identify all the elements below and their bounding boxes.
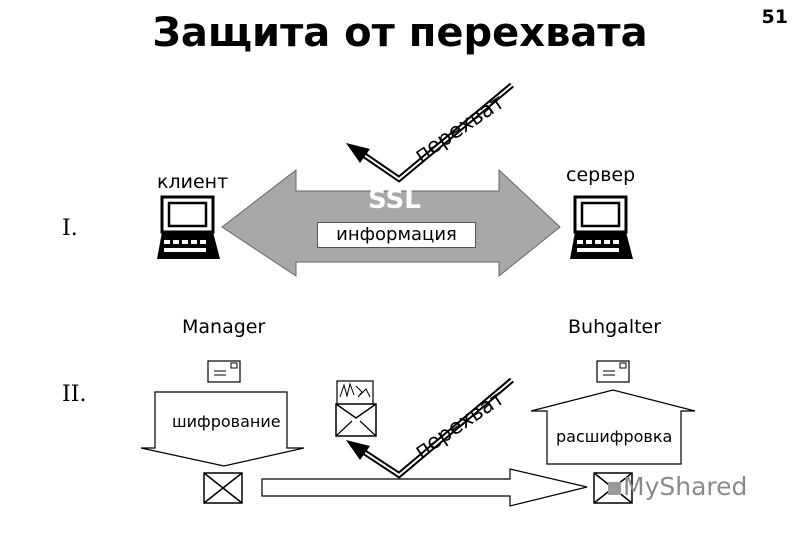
ssl-label: SSL: [368, 185, 421, 215]
intercept-arrow-2: [346, 377, 514, 479]
server-label: сервер: [566, 164, 636, 186]
intercept-arrow-1: [346, 82, 514, 183]
buhgalter-letter-icon: [596, 360, 630, 383]
client-computer-icon: [157, 195, 220, 259]
section-2-numeral: II.: [62, 382, 87, 407]
intercepted-envelope-icon: [335, 380, 377, 437]
encryption-label: шифрование: [172, 412, 281, 431]
buhgalter-label: Buhgalter: [568, 316, 662, 338]
watermark: MyShared: [608, 472, 747, 501]
section-1-numeral: I.: [62, 216, 78, 241]
server-computer-icon: [570, 195, 633, 259]
encryption-down-arrow: [140, 391, 305, 467]
transfer-right-arrow: [261, 468, 588, 507]
decryption-label: расшифровка: [556, 427, 673, 446]
slide-title: Защита от перехвата: [152, 10, 648, 56]
watermark-logo-icon: [608, 481, 621, 495]
manager-letter-icon: [207, 360, 241, 383]
watermark-text: MyShared: [623, 472, 748, 501]
sealed-envelope-left-icon: [203, 472, 243, 504]
client-label: клиент: [157, 171, 229, 193]
page-number: 51: [761, 6, 788, 28]
info-label: информация: [317, 222, 476, 248]
decryption-up-arrow: [530, 389, 696, 465]
manager-label: Manager: [182, 316, 266, 338]
